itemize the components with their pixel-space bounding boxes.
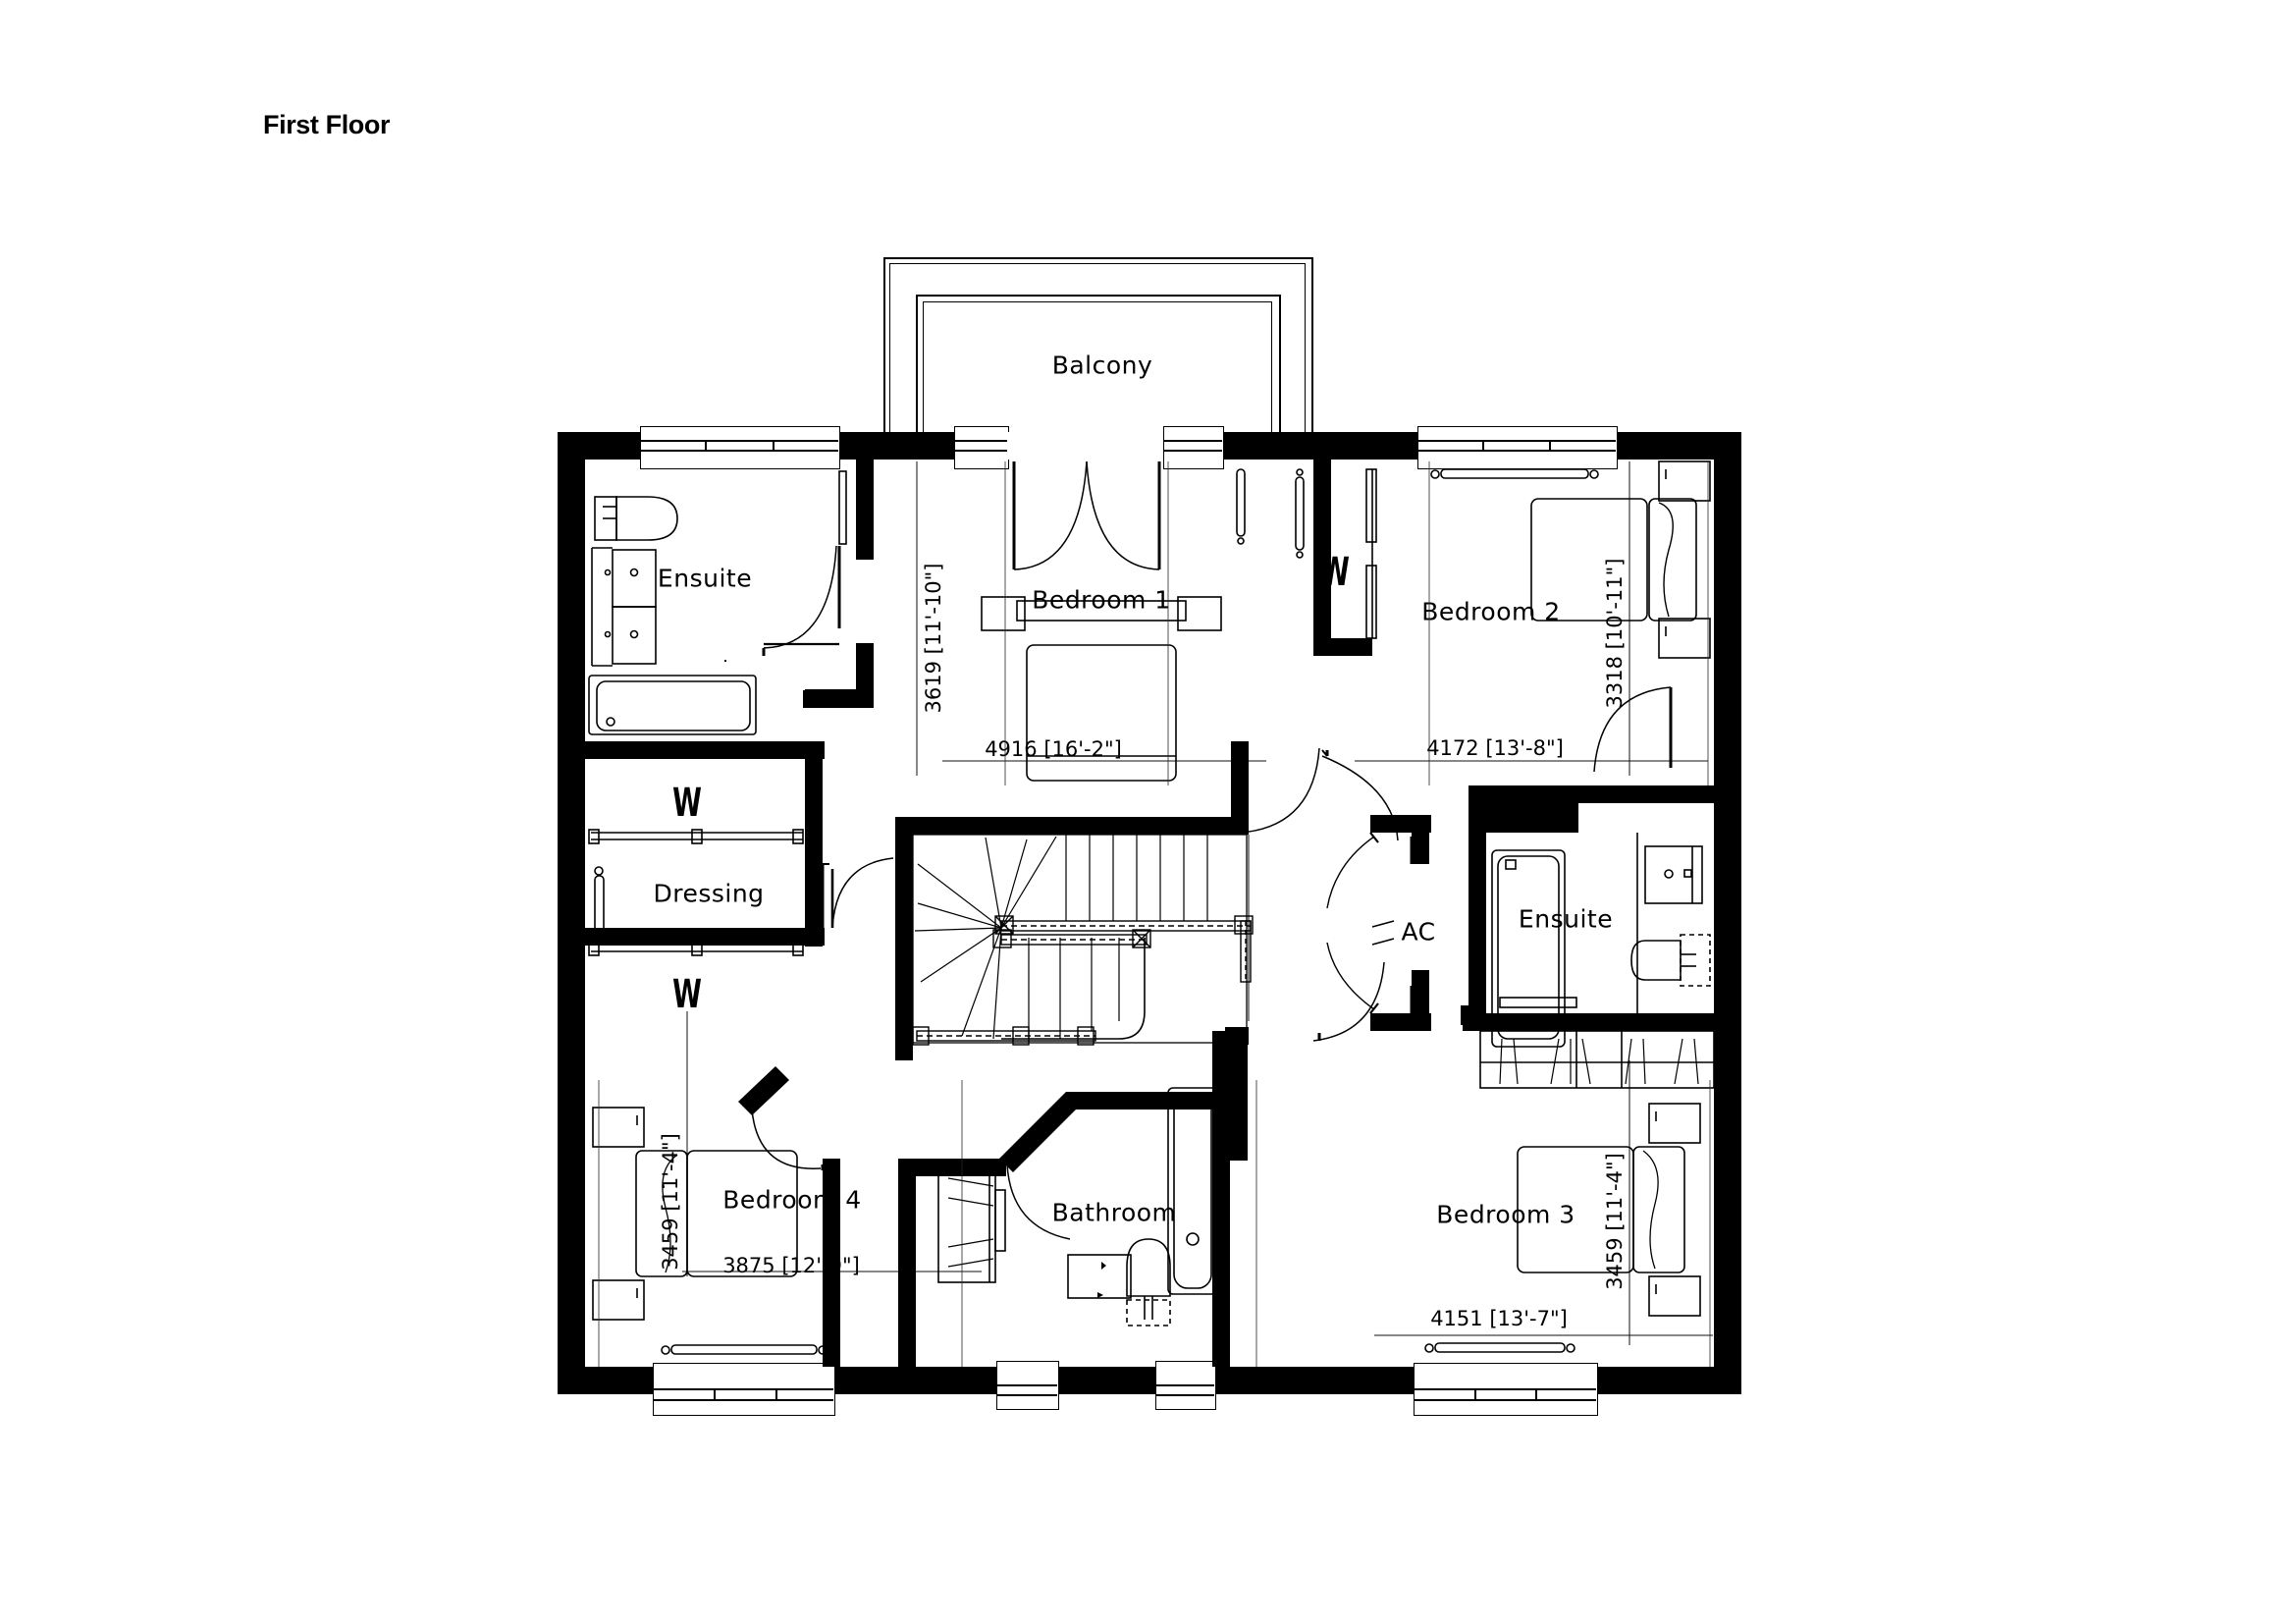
window-mullion-bl-2 (653, 1399, 833, 1401)
room-label-bedroom-3: Bedroom 3 (1436, 1200, 1575, 1229)
room-label-dressing: Dressing (653, 879, 765, 908)
window-mullion-tr-4 (1549, 440, 1551, 452)
window-mullion-bb-1 (1155, 1384, 1214, 1386)
window-frame-top-right (1417, 426, 1618, 469)
wall-patch-bed3-left-upper (1230, 1031, 1248, 1161)
window-frame-bed1-right (1163, 426, 1224, 469)
window-mullion-ba-2 (996, 1394, 1057, 1396)
wall-patch-ac-jamb-up (1412, 815, 1429, 862)
partition-dressing-door-jamb (805, 864, 823, 928)
wall-patch-bed2-bottom (1578, 785, 1714, 803)
wall-patch-ensuite2-left (1468, 815, 1486, 1031)
wall-patch-ensuite1-right-upper (856, 460, 874, 560)
page-title: First Floor (263, 110, 391, 139)
wall-patch-bath-left (898, 1159, 916, 1367)
window-mullion-b1r-1 (1163, 440, 1222, 442)
room-label-bedroom-1: Bedroom 1 (1032, 585, 1171, 615)
dimension-bed3-width: 4151 [13'-7"] (1430, 1307, 1568, 1330)
wall-patch-landing-bed1 (895, 817, 1249, 835)
window-mullion-tl-1 (640, 440, 838, 442)
exterior-wall-right (1714, 432, 1741, 1394)
wall-patch-ensuite2-bottom (1463, 1013, 1714, 1031)
window-mullion-tl-4 (773, 440, 774, 452)
room-label-ac: AC (1401, 917, 1436, 947)
wall-patch-bed1-bed2 (1313, 460, 1331, 656)
wall-patch-dress-bottom (585, 928, 825, 946)
dimension-bed1-width: 4916 [16'-2"] (985, 737, 1122, 761)
window-mullion-br-3 (1474, 1388, 1476, 1400)
window-mullion-bl-4 (775, 1388, 777, 1400)
wall-patch-ensuite2-block (1468, 785, 1578, 833)
wall-patch-stair-left (895, 817, 913, 1045)
window-mullion-ba-1 (996, 1384, 1057, 1386)
window-mullion-tr-3 (1482, 440, 1484, 452)
dimension-bed2-width: 4172 [13'-8"] (1426, 736, 1564, 760)
room-label-bedroom-4: Bedroom 4 (722, 1185, 862, 1215)
wall-patch-bath-right (1212, 1031, 1230, 1367)
wall-patch-ac-jamb-dn (1412, 984, 1429, 1031)
room-label-balcony: Balcony (1051, 351, 1153, 380)
dimension-bed3-depth: 3459 [11'-4"] (1603, 1153, 1627, 1290)
window-frame-top-left (640, 426, 840, 469)
window-mullion-bb-2 (1155, 1394, 1214, 1396)
window-mullion-b1l-2 (954, 450, 1007, 452)
window-mullion-b1r-2 (1163, 450, 1222, 452)
room-label-bedroom-2: Bedroom 2 (1421, 597, 1561, 626)
french-door-opening (1007, 432, 1166, 460)
dimension-bed4-depth: 3459 [11'-4"] (659, 1133, 682, 1271)
wall-patch-ensuite1-bottom (585, 741, 825, 759)
wardrobe-symbol-dressing-bottom: W (672, 971, 702, 1018)
landing-wall-top (724, 660, 726, 662)
window-mullion-tr-2 (1417, 450, 1616, 452)
window-mullion-tl-3 (705, 440, 707, 452)
window-mullion-bl-1 (653, 1388, 833, 1390)
window-mullion-b1l-1 (954, 440, 1007, 442)
wall-patch-ensuite1-jog (803, 690, 874, 708)
window-mullion-tl-2 (640, 450, 838, 452)
window-mullion-br-1 (1414, 1388, 1596, 1390)
wall-patch-bed2-sill (1313, 638, 1372, 656)
dimension-bed2-depth: 3318 [10'-11"] (1603, 558, 1627, 709)
dimension-bed1-depth: 3619 [11'-10"] (922, 563, 945, 714)
window-mullion-tr-1 (1417, 440, 1616, 442)
wall-patch-bed1-door-jamb (1231, 741, 1249, 820)
wall-patch-dress-right-top (805, 741, 823, 865)
room-label-ensuite-1: Ensuite (657, 564, 753, 593)
wall-patch-bed4-right (823, 1164, 840, 1367)
room-label-ensuite-2: Ensuite (1518, 904, 1614, 934)
wardrobe-symbol-dressing-top: W (672, 780, 702, 827)
window-mullion-br-4 (1535, 1388, 1537, 1400)
room-label-bathroom: Bathroom (1051, 1198, 1177, 1227)
window-mullion-bl-3 (714, 1388, 716, 1400)
exterior-wall-left (558, 432, 585, 1394)
window-frame-bed1-left (954, 426, 1009, 469)
window-mullion-br-2 (1414, 1399, 1596, 1401)
